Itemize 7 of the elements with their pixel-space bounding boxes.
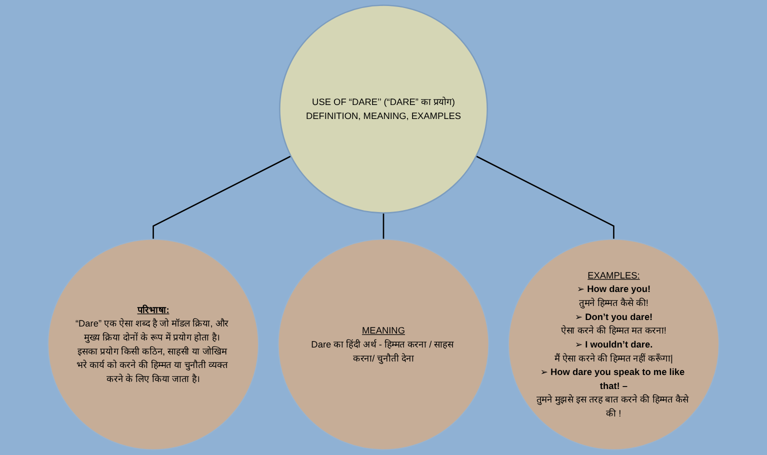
connector [476, 156, 614, 240]
node-circle: परिभाषा: “Dare” एक ऐसा शब्द है जो मॉडल क्रिया, और मुख्य क्रिया दोनों के रूप में प्रयोग होता है। इसका प्रयोग किसी कठिन, साहसी या जोखिम भरे कार्य को करने की हिम्मत या चुनौती व्यक्त करने के लिए किया जाता है। [48, 238, 260, 450]
node-circle: EXAMPLES: ➢ How dare you! तुमने हिम्मत कैसे की! ➢ Don’t you dare! ऐसा करने की हिम्मत मत करना! ➢ I wouldn’t dare. मैं ऐसा करने की हिम्मत नहीं करूँगा| ➢ How dare you speak to me like that! – तुमने मुझसे इस तरह बात करने की हिम्मत कैसे की ! [508, 238, 720, 450]
connector [152, 156, 292, 240]
node-circle: USE OF “DARE’’ (“DARE” का प्रयोग) DEFINITION, MEANING, EXAMPLES [279, 4, 488, 214]
connector [382, 212, 384, 240]
node-circle: MEANING Dare का हिंदी अर्थ - हिम्मत करना / साहस करना/ चुनौती देना [278, 238, 490, 450]
